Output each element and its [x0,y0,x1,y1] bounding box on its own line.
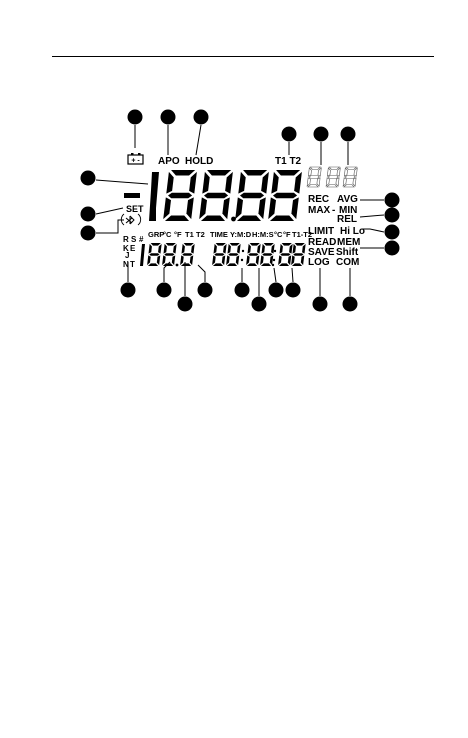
callout-battery [128,110,143,125]
tc-type-hash: # [139,235,144,244]
secondary-right-digit-3 [246,243,261,266]
callout-time [235,283,250,298]
log-indicator: LOG [308,257,330,268]
callout-units-leader [292,268,293,282]
max-indicator: MAX [308,205,331,216]
callout-main-digits-leader [96,180,148,184]
secondary-left-decimal [176,264,179,267]
callout-hms [269,283,284,298]
t1t2-indicator: T1 T2 [275,156,302,167]
t1-t2-label: T1-T2 [292,230,312,239]
callout-left-t1 [178,297,193,312]
callout-hms-leader [274,268,276,282]
callout-left-t2-leader [198,265,205,282]
secondary-right-digit-4 [260,243,275,266]
secondary-right-colon-2a [274,250,276,252]
secondary-right-digit-2 [226,243,241,266]
callout-tc-type [121,283,136,298]
battery-polarity: + - [131,158,140,165]
tc-type-e: E [130,244,136,253]
callout-set-leader [96,208,123,214]
callout-bluetooth [81,226,96,241]
max-min-separator: - [332,205,335,216]
avg-indicator: AVG [337,194,358,205]
callout-hilo [385,225,400,240]
callout-hilo-leader [362,229,384,232]
callout-main-digits [81,171,96,186]
tc-type-s: S [131,235,137,244]
fahrenheit-left-label: °F [174,230,182,239]
callout-left-t2 [198,283,213,298]
rel-indicator: REL [337,214,357,225]
callout-mem-shift [385,241,400,256]
main-digit-3 [199,170,233,221]
hms-label: H:M:S [252,230,274,239]
apo-indicator: APO [158,156,180,167]
secondary-right-digit-1 [212,243,227,266]
ghost-digit-1 [307,167,321,187]
hilo-indicator: Hi Lo [340,226,365,237]
callout-set [81,207,96,222]
secondary-left-digit-2 [147,243,162,266]
callout-hold-leader [196,125,201,155]
callout-ghost-digits [314,127,329,142]
main-minus-sign [124,193,140,198]
secondary-left-digit-4 [180,243,195,266]
bluetooth-icon [121,214,140,225]
secondary-right-digit-5 [278,243,293,266]
rec-indicator: REC [308,194,329,205]
t2-left-label: T2 [196,230,205,239]
callout-colon [252,297,267,312]
secondary-right-colon-1b [241,259,243,261]
tc-type-r: R [123,235,129,244]
callout-grp [157,283,172,298]
main-digit-1 [149,172,159,221]
ghost-digit-3 [343,167,357,187]
time-label: TIME [210,230,228,239]
fahrenheit-right-label: °F [283,230,291,239]
t1-left-label: T1 [185,230,194,239]
set-indicator: SET [126,204,144,214]
callout-ghost-digits-2 [341,127,356,142]
callout-log [313,297,328,312]
main-digit-4 [235,170,269,221]
grp-label: GRP [148,230,164,239]
callout-apo [161,110,176,125]
tc-type-n: N [123,260,129,269]
callout-hold [194,110,209,125]
callout-com [343,297,358,312]
callout-rel [385,208,400,223]
ghost-digit-2 [326,167,340,187]
hold-indicator: HOLD [185,156,213,167]
callout-avg-min [385,193,400,208]
secondary-right-digit-6 [291,243,306,266]
tc-type-t: T [130,260,135,269]
com-indicator: COM [336,257,359,268]
callout-bluetooth-leader [96,220,124,233]
battery-icon: + - [128,153,143,165]
secondary-right-colon-2b [273,259,275,261]
callout-rel-leader [360,215,384,217]
secondary-left-digit-1 [140,244,145,266]
main-digit-2 [163,170,197,221]
celsius-right-label: °C [274,230,283,239]
main-decimal-point [231,217,236,222]
tc-type-j: J [125,251,129,260]
celsius-left-label: °C [163,230,172,239]
main-digit-5 [268,170,302,221]
callout-t1t2 [282,127,297,142]
ymd-label: Y:M:D [230,230,252,239]
callout-units [286,283,301,298]
secondary-right-decimal [272,264,274,266]
secondary-right-colon-1a [242,250,244,252]
